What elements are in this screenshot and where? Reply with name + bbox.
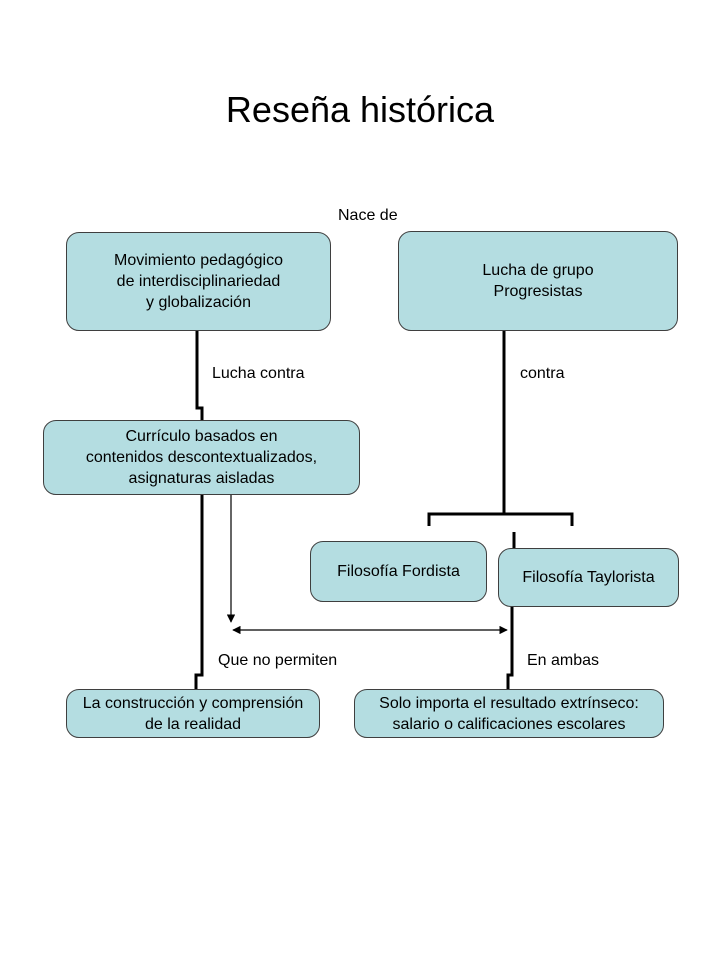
slide-title: Reseña histórica (225, 89, 495, 130)
node-text-line: Lucha de grupo (482, 262, 594, 279)
label-nace-de: Nace de (338, 207, 398, 224)
node-resultado: Solo importa el resultado extrínseco: sal… (354, 689, 664, 738)
node-text-line: Currículo basados en (125, 428, 278, 445)
connector-movimiento-curriculo (195, 331, 204, 420)
node-text: Movimiento pedagógico de interdisciplinar… (114, 250, 283, 313)
node-text: Currículo basados en contenidos descontex… (86, 426, 317, 489)
label-contra: contra (520, 365, 565, 382)
node-text: Filosofía Taylorista (522, 567, 654, 588)
node-text-line: Progresistas (493, 283, 583, 300)
label-que-no-permiten: Que no permiten (218, 652, 338, 669)
bracket-fordista-taylorista (427, 512, 574, 526)
node-movimiento: Movimiento pedagógico de interdisciplinar… (66, 232, 331, 331)
node-text: Filosofía Fordista (337, 561, 460, 582)
node-text-line: Movimiento pedagógico (114, 252, 283, 269)
node-curriculo: Currículo basados en contenidos descontex… (43, 420, 360, 495)
node-text-line: contenidos descontextualizados, (85, 449, 318, 466)
node-text-line: y globalización (146, 294, 251, 311)
node-text-line: La construcción y comprensión (82, 694, 304, 712)
label-lucha-contra: Lucha contra (212, 365, 305, 382)
node-text-line: salario o calificaciones escolares (392, 715, 626, 733)
node-text-line: asignaturas aisladas (128, 470, 275, 487)
node-text: Solo importa el resultado extrínseco: sal… (379, 693, 639, 735)
connector-taylorista-resultado (506, 607, 514, 689)
connector-curriculo-construccion (194, 495, 204, 689)
node-text: La construcción y comprensión de la reali… (83, 693, 304, 735)
node-fordista: Filosofía Fordista (310, 541, 487, 602)
node-text-line: Solo importa el resultado extrínseco: (379, 694, 639, 712)
label-en-ambas: En ambas (527, 652, 600, 669)
node-text-line: de la realidad (144, 715, 242, 733)
node-text-line: Filosofía Taylorista (522, 569, 655, 586)
node-taylorista: Filosofía Taylorista (498, 548, 679, 607)
node-construccion: La construcción y comprensión de la reali… (66, 689, 320, 738)
node-text-line: de interdisciplinariedad (116, 273, 281, 290)
node-text-line: Filosofía Fordista (337, 563, 460, 580)
